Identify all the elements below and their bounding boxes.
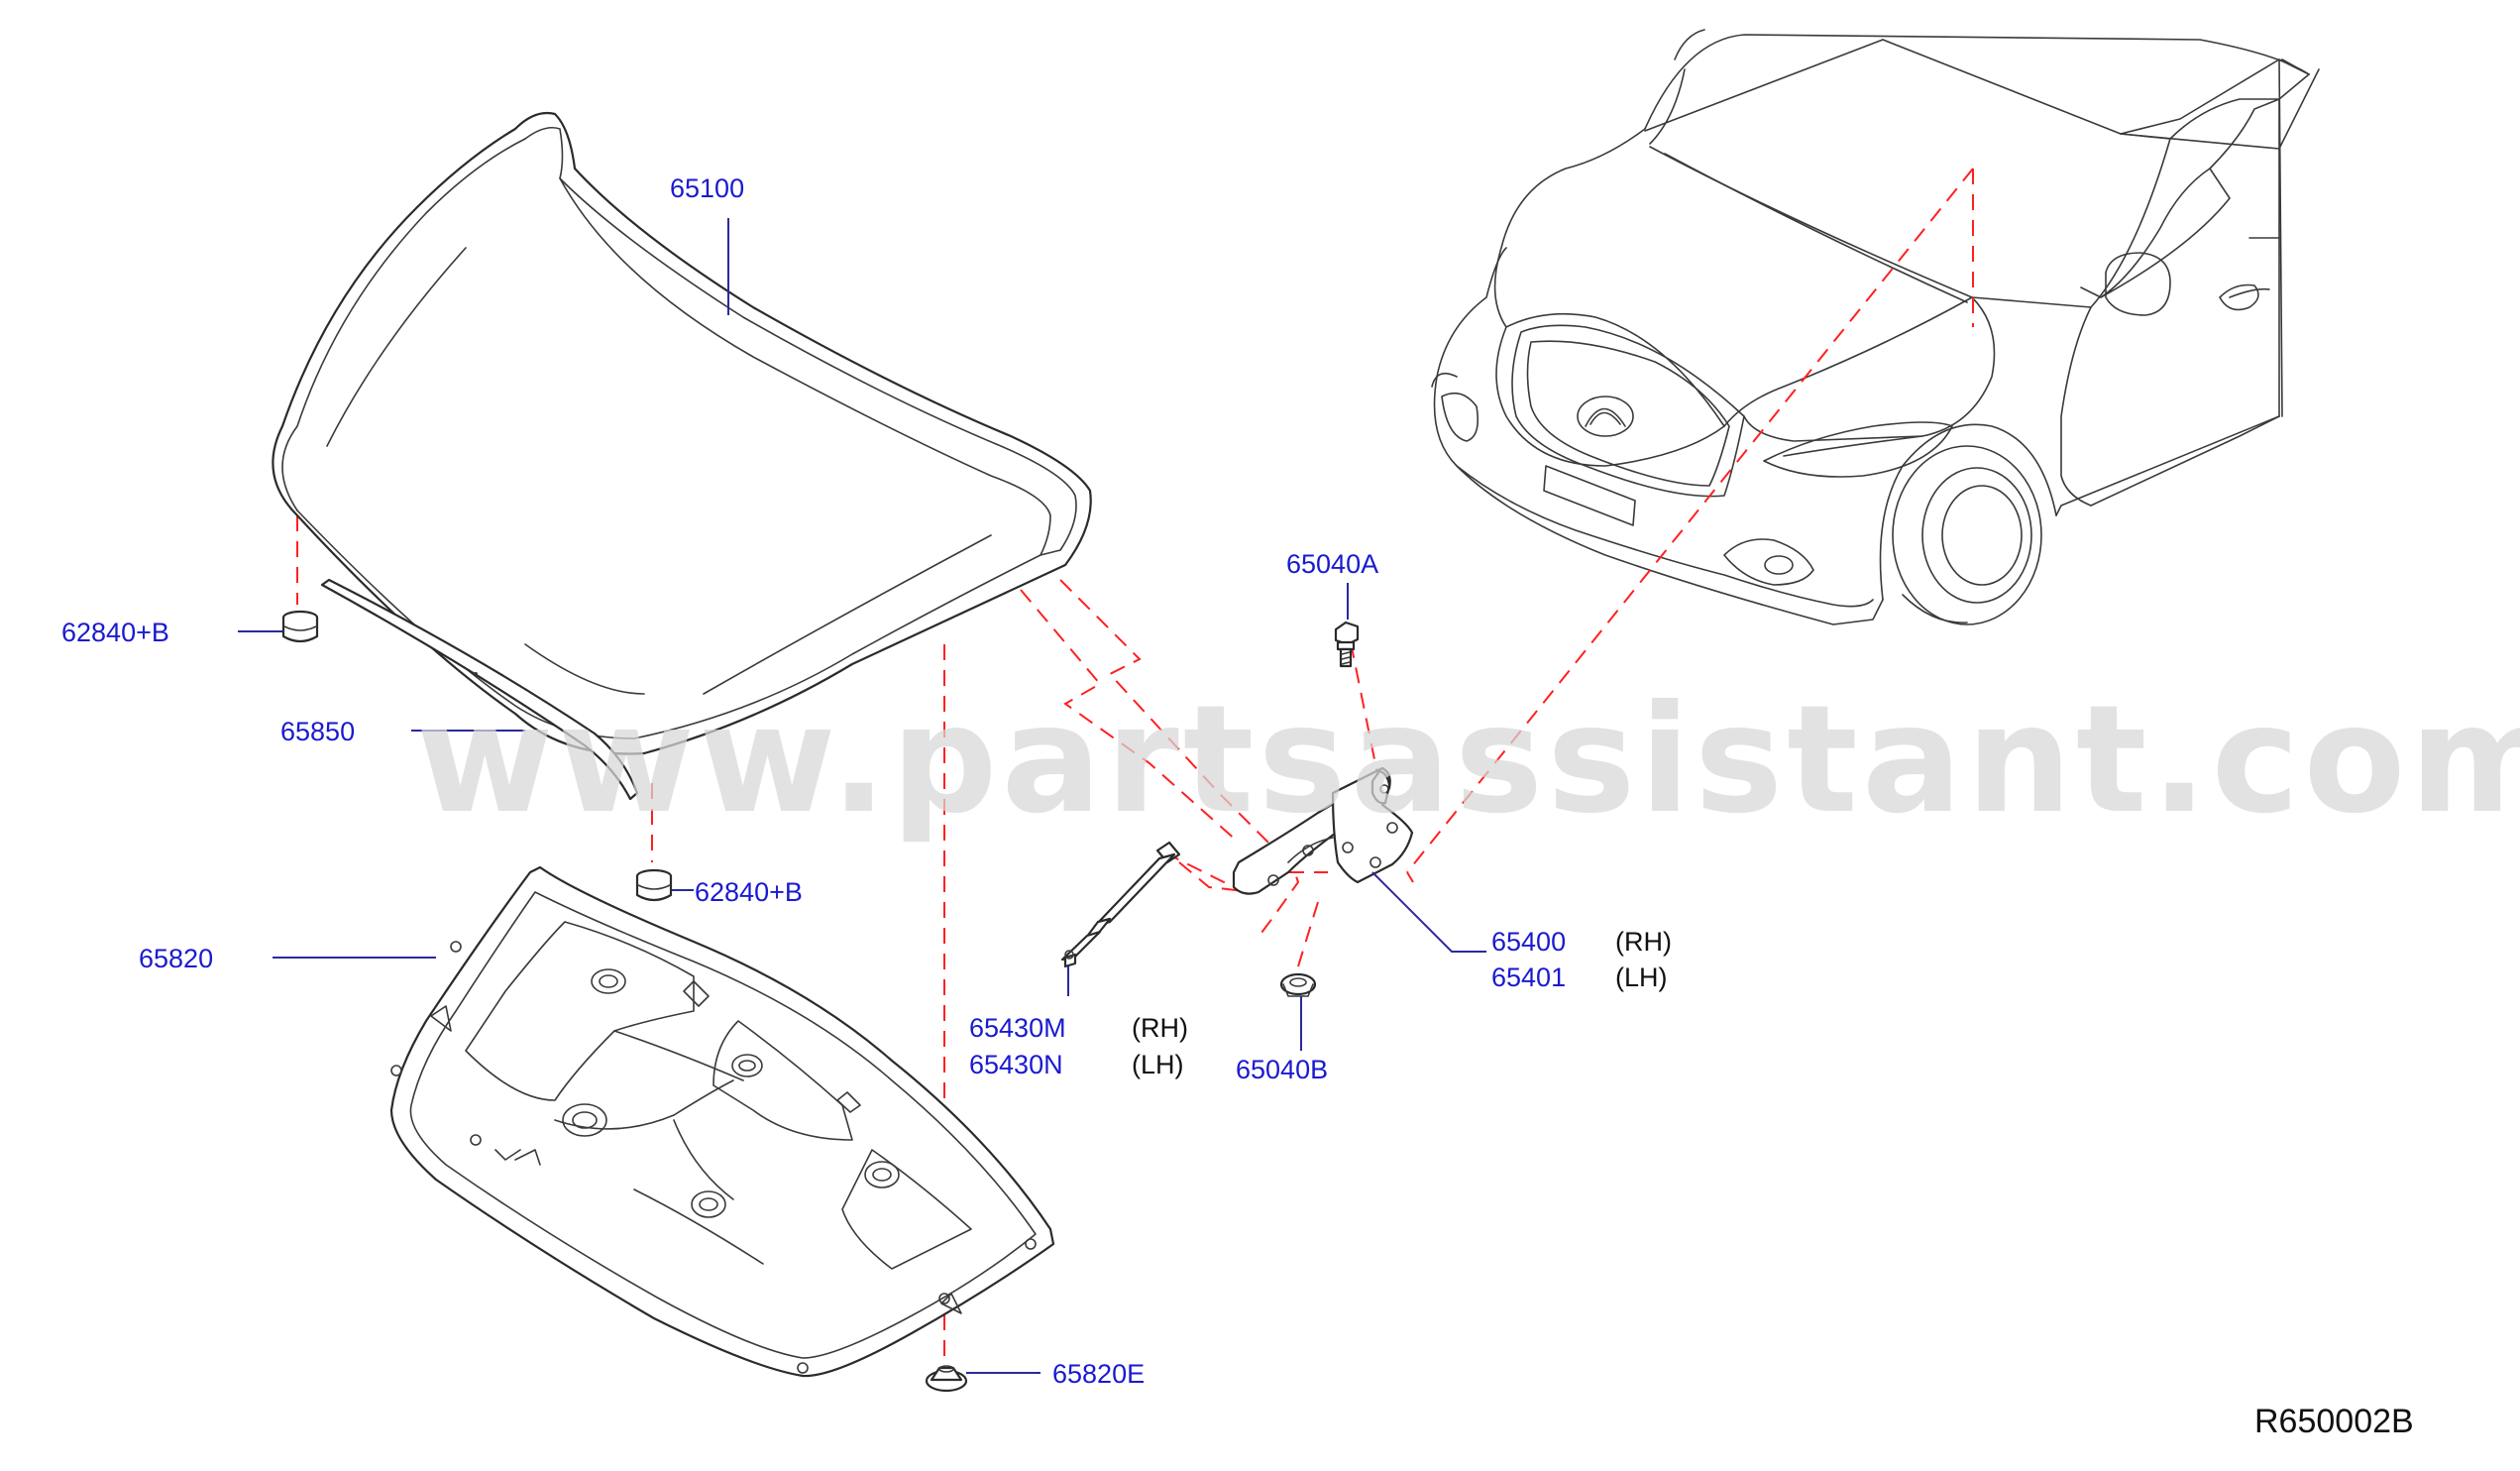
label-hinge-rh: 65400	[1491, 927, 1566, 957]
hood-bumper-upper	[281, 610, 319, 643]
watermark: www.partsassistant.com	[416, 674, 2520, 847]
label-strut-lh: 65430N	[969, 1050, 1063, 1079]
label-insulator-clip: 65820E	[1052, 1359, 1145, 1389]
hood-bumper-lower	[635, 868, 673, 902]
hood-hinge	[1232, 766, 1414, 895]
hood-stay-strut	[1060, 841, 1181, 968]
side-strut-rh: (RH)	[1132, 1013, 1188, 1043]
label-hinge-nut: 65040B	[1236, 1055, 1328, 1084]
diagram-code: R650002B	[2254, 1403, 2414, 1440]
infinity-emblem-icon	[1577, 396, 1634, 437]
leader-hinge	[1371, 871, 1486, 953]
side-strut-lh: (LH)	[1132, 1050, 1184, 1079]
hood-insulator-panel	[389, 865, 1055, 1378]
label-hood-bumper-lower: 62840+B	[695, 877, 803, 907]
label-hood-insulator: 65820	[139, 944, 213, 973]
label-hood-bumper-upper: 62840+B	[61, 618, 169, 647]
hood-seal-strip	[320, 578, 639, 801]
vehicle-illustration	[1431, 29, 2320, 625]
label-hood-seal: 65850	[280, 717, 355, 746]
side-hinge-rh: (RH)	[1615, 927, 1672, 957]
hinge-bolt	[1334, 621, 1360, 668]
hinge-nut	[1279, 972, 1317, 997]
side-hinge-lh: (LH)	[1615, 962, 1668, 992]
insulator-clip	[925, 1365, 968, 1393]
label-hinge-lh: 65401	[1491, 962, 1566, 992]
label-hood: 65100	[670, 173, 744, 203]
label-hinge-bolt: 65040A	[1286, 549, 1378, 579]
label-strut-rh: 65430M	[969, 1013, 1066, 1043]
hood-panel	[272, 111, 1092, 755]
